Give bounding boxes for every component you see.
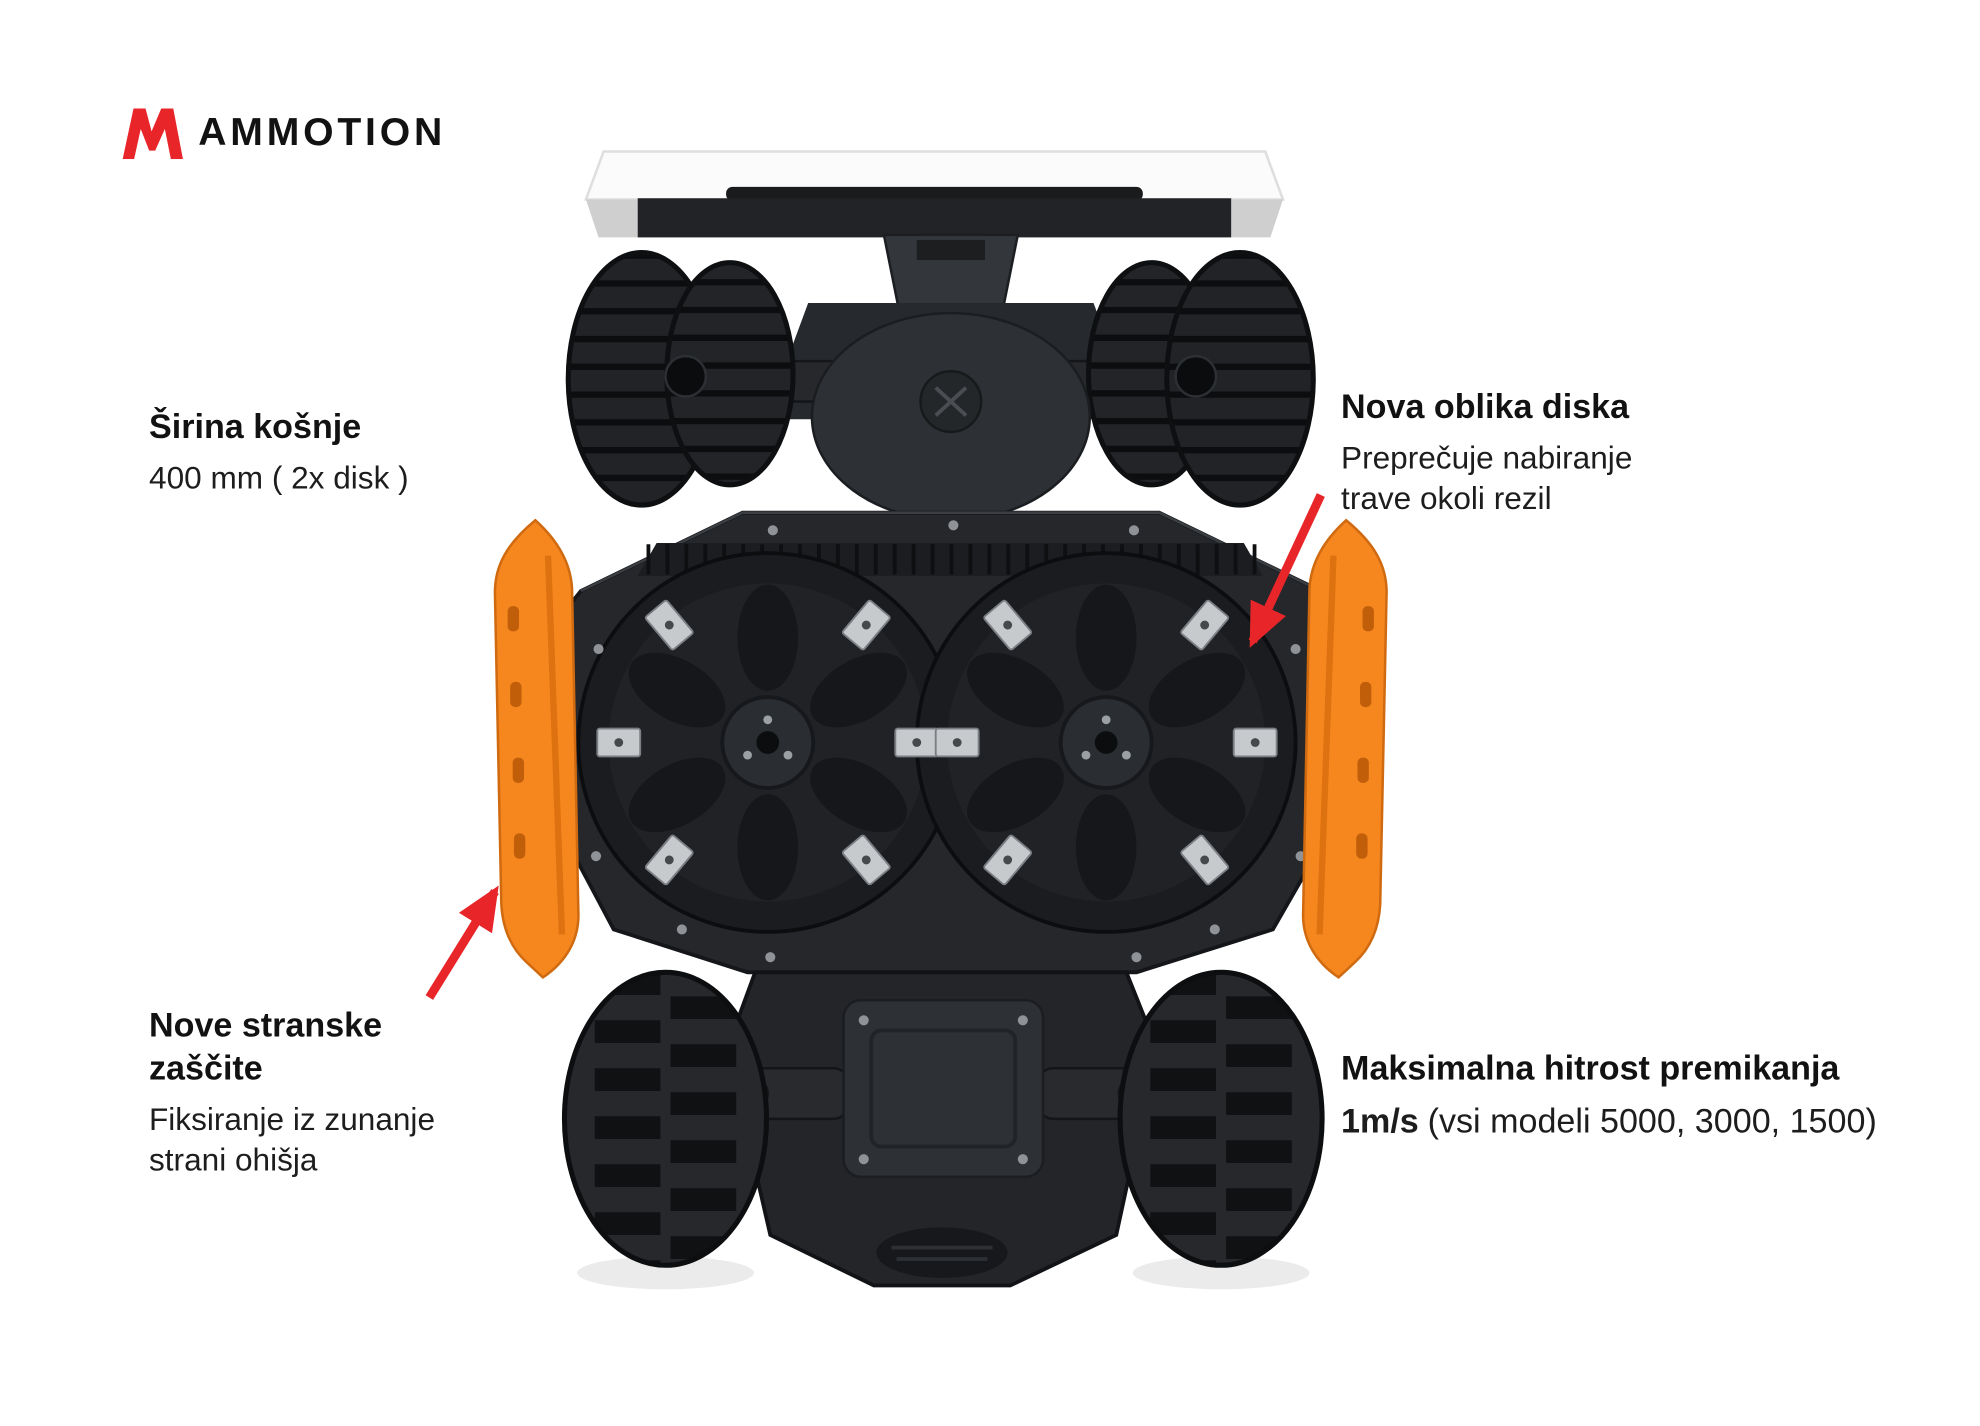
callout-max-speed-body: 1m/s(vsi modeli 5000, 3000, 1500) [1341,1100,1922,1144]
rear-wheel-right [1117,969,1325,1290]
mammotion-logo-mark-icon [122,108,183,160]
callout-side-guards-title: Nove stranske zaščite [149,1006,383,1087]
callout-cutting-width-body: 400 mm ( 2x disk ) [149,460,409,496]
front-wheels-left [565,250,796,508]
callout-side-guards: Nove stranske zaščite Fiksiranje iz zuna… [149,1005,462,1181]
callout-cutting-width: Širina košnje 400 mm ( 2x disk ) [149,407,528,499]
callout-max-speed-title: Maksimalna hitrost premikanja [1341,1049,1840,1088]
front-wheels-right [1085,250,1316,508]
callout-max-speed: Maksimalna hitrost premikanja 1m/s(vsi m… [1341,1048,1922,1144]
brand-logo-text: AMMOTION [198,109,447,155]
callout-side-guards-body: Fiksiranje iz zunanje strani ohišja [149,1101,436,1179]
cutting-blades [596,599,1278,886]
center-housing [810,311,1092,522]
max-speed-models: (vsi modeli 5000, 3000, 1500) [1427,1102,1877,1140]
callout-disc-shape-title: Nova oblika diska [1341,387,1630,426]
rear-wheel-left [561,969,770,1290]
top-cover [584,150,1285,238]
callout-cutting-width-title: Širina košnje [149,407,362,446]
callout-disc-shape: Nova oblika diska Preprečuje nabiranje t… [1341,386,1684,520]
annotation-arrow-disc [1248,493,1325,648]
callout-disc-shape-body: Preprečuje nabiranje trave okoli rezil [1341,440,1633,517]
brand-logo: AMMOTION [120,106,447,160]
side-guard-right [1303,520,1387,977]
side-guard-left [493,518,580,979]
rear-body [725,970,1159,1288]
max-speed-value: 1m/s [1341,1102,1419,1140]
annotation-arrow-guard [425,885,499,1000]
